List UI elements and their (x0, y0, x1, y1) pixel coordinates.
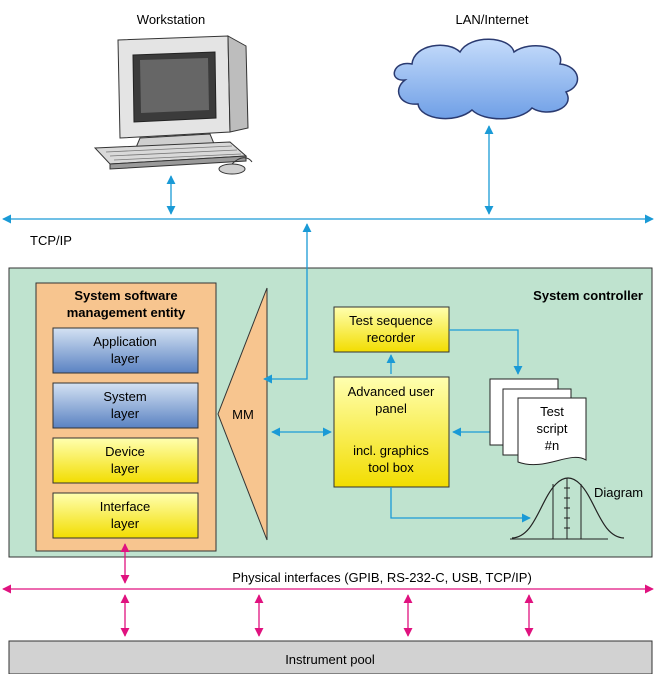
test-script-icon (489, 378, 587, 466)
advanced-user-panel: Advanced user panel incl. graphics tool … (333, 376, 450, 488)
panel-diagram-link (390, 487, 531, 523)
test-script-line2: script (536, 421, 567, 436)
lan-label: LAN/Internet (456, 12, 529, 27)
panel-line1: Advanced user (348, 384, 435, 399)
test-sequence-recorder: Test sequence recorder (333, 306, 450, 353)
workstation-icon (93, 35, 253, 175)
cloud-icon (393, 38, 579, 120)
system-layer-line2: layer (111, 406, 140, 421)
physical-interfaces-label: Physical interfaces (GPIB, RS-232-C, USB… (232, 570, 532, 585)
application-layer: Application layer (52, 327, 199, 374)
panel-line3: incl. graphics (353, 443, 429, 458)
interface-layer: Interface layer (52, 492, 199, 539)
application-layer-line1: Application (93, 334, 157, 349)
tcpip-to-mm-link (263, 223, 312, 384)
sme-title-line1: System software (74, 288, 177, 303)
recorder-line2: recorder (367, 330, 416, 345)
diagram-icon (510, 477, 625, 540)
system-layer: System layer (52, 382, 199, 429)
interface-layer-line1: Interface (100, 499, 151, 514)
system-layer-line1: System (103, 389, 146, 404)
test-script-line3: #n (545, 438, 559, 453)
diagram-label: Diagram (594, 485, 643, 500)
panel-line4: tool box (368, 460, 414, 475)
recorder-line1: Test sequence (349, 313, 433, 328)
application-layer-line2: layer (111, 351, 140, 366)
device-layer: Device layer (52, 437, 199, 484)
tcpip-label: TCP/IP (30, 233, 72, 248)
panel-line2: panel (375, 401, 407, 416)
interface-layer-line2: layer (111, 516, 140, 531)
sme-title-line2: management entity (67, 305, 186, 320)
instrument-pool-label: Instrument pool (285, 652, 375, 667)
instrument-pool-box (8, 640, 653, 675)
device-layer-line2: layer (111, 461, 140, 476)
test-script-line1: Test (540, 404, 564, 419)
mm-label: MM (232, 407, 254, 422)
recorder-script-link (449, 329, 523, 375)
mm-wedge (217, 287, 268, 541)
system-controller-label: System controller (533, 288, 643, 303)
workstation-label: Workstation (137, 12, 205, 27)
device-layer-line1: Device (105, 444, 145, 459)
